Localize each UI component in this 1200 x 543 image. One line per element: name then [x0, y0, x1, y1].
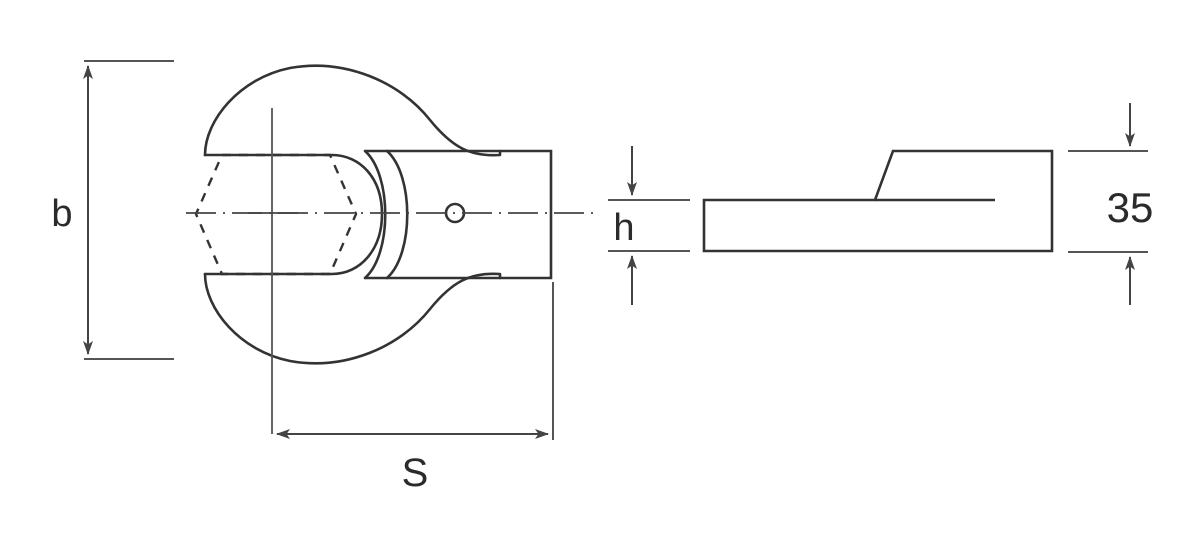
dimension-S: S: [276, 282, 554, 495]
upper-jaw-outline: [203, 64, 502, 157]
jaw-mouth-profile: [203, 153, 384, 276]
side-view: [702, 149, 1054, 253]
dimension-35: 35: [1068, 103, 1153, 305]
dimension-h-label: h: [613, 207, 634, 249]
neck-arc-inner: [363, 149, 387, 280]
lower-jaw-outline: [203, 272, 502, 365]
hex-nut-outline: [194, 153, 358, 276]
jaw-opening: [203, 153, 384, 276]
hex-nut-hidden-edges: [194, 153, 358, 276]
front-view: [186, 64, 593, 434]
shank-body: [365, 149, 553, 280]
dimension-b-label: b: [51, 193, 72, 235]
shank-rectangle: [365, 149, 553, 280]
neck-arc-outer: [385, 149, 409, 280]
wrench-head-outline: [203, 64, 502, 365]
dimension-S-label: S: [402, 451, 429, 495]
dimension-b: b: [51, 60, 174, 360]
dimension-35-label: 35: [1107, 184, 1154, 231]
dimension-h: h: [608, 146, 690, 305]
neck-arcs: [363, 149, 409, 280]
